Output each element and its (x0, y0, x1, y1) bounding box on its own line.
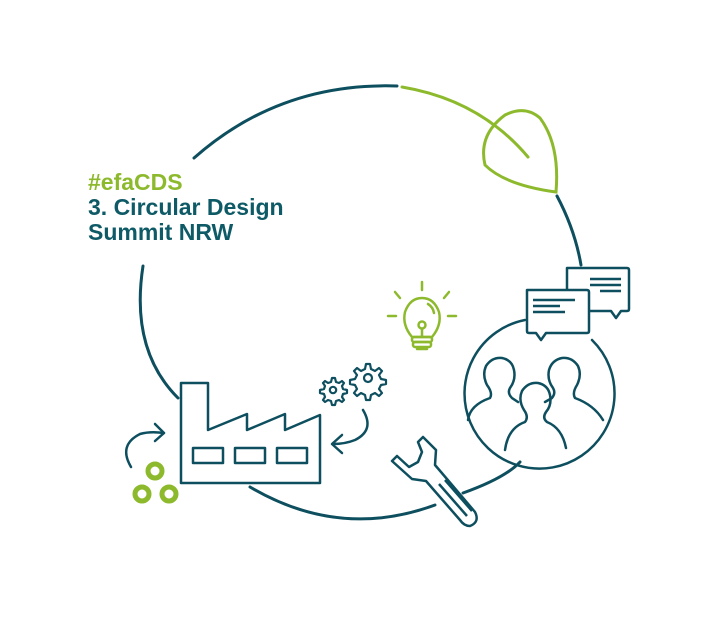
summit-title: #efaCDS 3. Circular Design Summit NRW (88, 170, 284, 245)
gears-icon (318, 362, 388, 407)
people-group-icon (463, 318, 616, 470)
title-line-2: Summit NRW (88, 219, 234, 245)
lightbulb-icon (386, 280, 458, 351)
circular-arrow-icon (330, 408, 369, 455)
speech-bubbles-icon (525, 266, 631, 342)
rings-icon (132, 461, 179, 504)
title-line-1: 3. Circular Design (88, 194, 284, 220)
leaf-icon (400, 85, 559, 194)
hashtag-text: #efaCDS (88, 169, 183, 195)
circular-arrow-icon (124, 422, 166, 469)
factory-icon (179, 381, 322, 485)
wrench-icon (390, 435, 478, 528)
